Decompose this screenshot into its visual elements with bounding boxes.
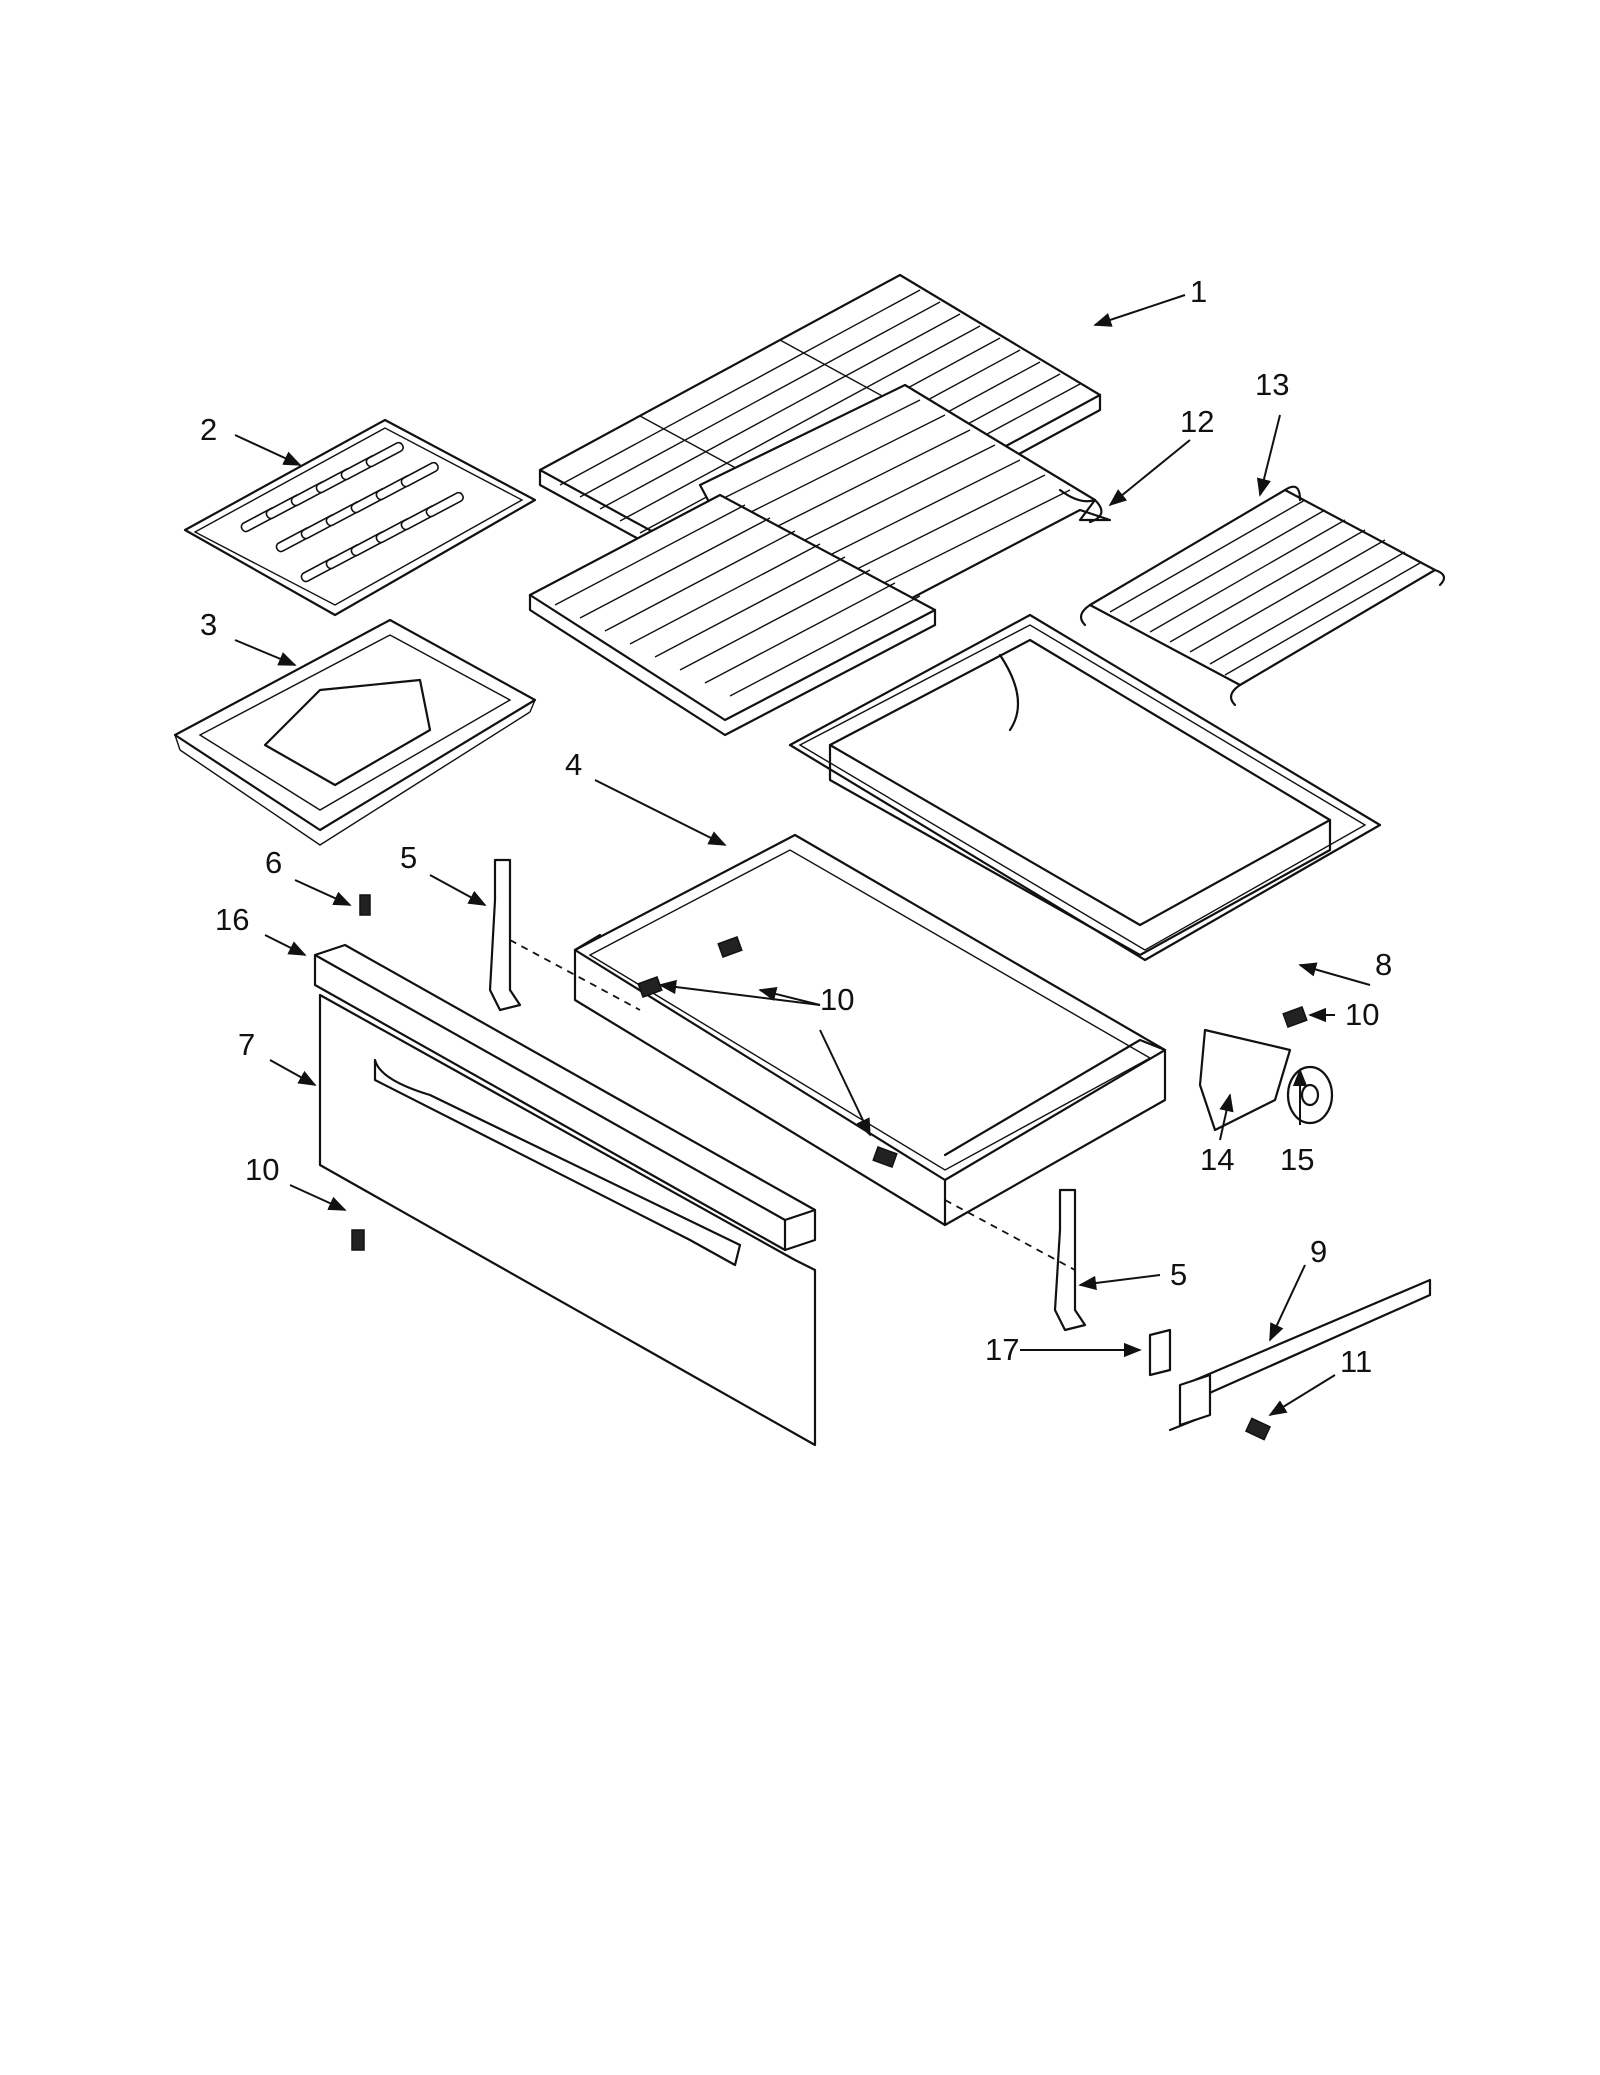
bracket bbox=[1198, 1028, 1292, 1132]
callout-11: 11 bbox=[1340, 1344, 1372, 1379]
callout-14: 14 bbox=[1200, 1142, 1234, 1177]
drawer-body bbox=[573, 833, 1167, 1227]
callout-7: 7 bbox=[238, 1027, 255, 1062]
drawer-front-panel bbox=[318, 993, 817, 1447]
drawer-trim bbox=[313, 943, 817, 1252]
drawer-pan bbox=[788, 613, 1382, 962]
drawer-glide-left bbox=[488, 858, 522, 1012]
screw-11 bbox=[1244, 1417, 1272, 1441]
callout-10-c: 10 bbox=[245, 1152, 279, 1187]
callout-12: 12 bbox=[1180, 404, 1214, 439]
callout-15: 15 bbox=[1280, 1142, 1314, 1177]
screw-10-d bbox=[1282, 1006, 1308, 1028]
screw-10-a bbox=[717, 936, 743, 958]
callout-6: 6 bbox=[265, 845, 282, 880]
oven-rack-lower bbox=[528, 493, 937, 737]
callout-16: 16 bbox=[215, 902, 249, 937]
callout-9: 9 bbox=[1310, 1234, 1327, 1269]
callout-10-b: 10 bbox=[1345, 997, 1379, 1032]
callout-3: 3 bbox=[200, 607, 217, 642]
alignment-line-left bbox=[509, 939, 641, 1011]
callout-13: 13 bbox=[1255, 367, 1289, 402]
screw-10-c bbox=[872, 1146, 898, 1168]
callout-5-left: 5 bbox=[400, 840, 417, 875]
drawer-rail bbox=[1168, 1278, 1432, 1432]
callout-4: 4 bbox=[565, 747, 582, 782]
callout-8: 8 bbox=[1375, 947, 1392, 982]
callout-2: 2 bbox=[200, 412, 217, 447]
screw-10-e bbox=[351, 1229, 365, 1251]
alignment-line-right bbox=[944, 1199, 1076, 1271]
warming-rack bbox=[1079, 485, 1446, 707]
callout-5-right: 5 bbox=[1170, 1257, 1187, 1292]
callout-1: 1 bbox=[1190, 274, 1207, 309]
clip bbox=[1148, 1328, 1172, 1377]
drawer-glide-right bbox=[1053, 1188, 1087, 1332]
screw-6 bbox=[359, 894, 371, 916]
leader-lines bbox=[234, 294, 1371, 1416]
broiler-pan bbox=[173, 618, 537, 846]
callout-17: 17 bbox=[985, 1332, 1019, 1367]
callout-10-a: 10 bbox=[820, 982, 854, 1017]
broiler-pan-grid bbox=[183, 418, 537, 617]
roller bbox=[1286, 1065, 1334, 1125]
